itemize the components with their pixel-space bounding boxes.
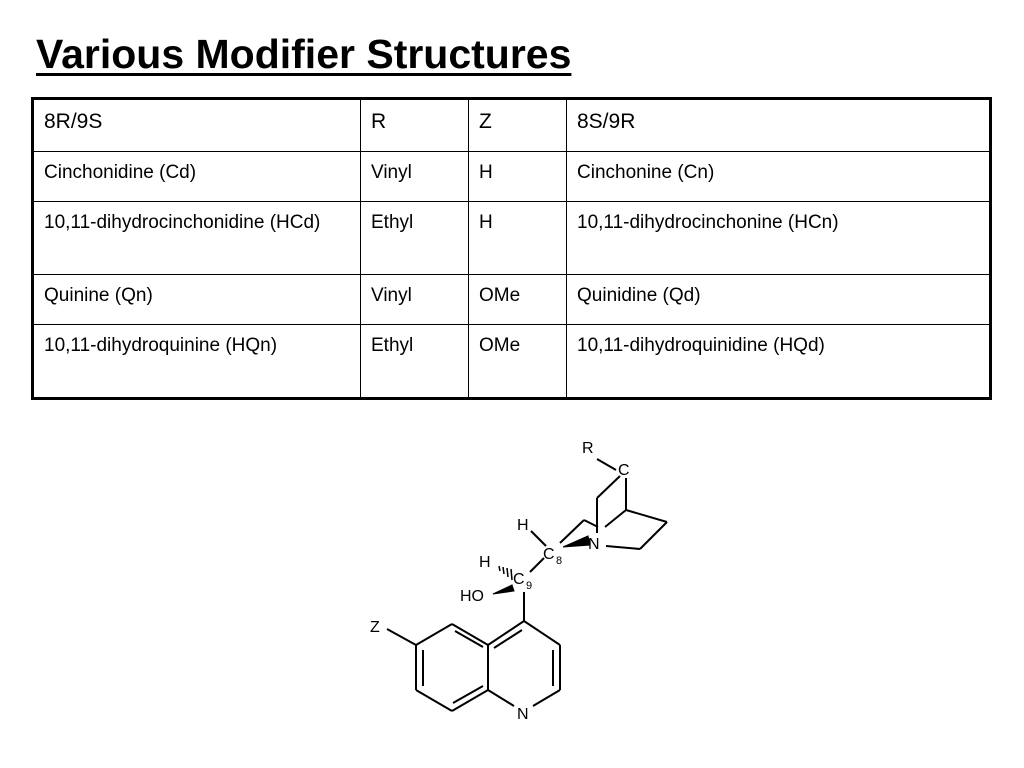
c8-n-wedge-bond [562, 535, 591, 548]
table-cell: 10,11-dihydroquinidine (HQd) [566, 324, 991, 399]
table-cell: 10,11-dihydrocinchonidine (HCd) [32, 201, 361, 275]
header-cell-8s9r: 8S/9R [566, 98, 991, 152]
table-row: 10,11-dihydrocinchonidine (HCd) Ethyl H … [32, 201, 991, 275]
table-cell: Quinine (Qn) [32, 274, 361, 325]
table-cell: Cinchonidine (Cd) [32, 151, 361, 202]
table-cell: 10,11-dihydroquinine (HQn) [32, 324, 361, 399]
table-cell: OMe [468, 324, 567, 399]
c-label: C [618, 462, 630, 479]
ho-label: HO [460, 588, 484, 605]
table-cell: OMe [468, 274, 567, 325]
table-cell: Cinchonine (Cn) [566, 151, 991, 202]
c9-subscript: 9 [526, 580, 532, 592]
modifier-table: 8R/9S R Z 8S/9R Cinchonidine (Cd) Vinyl … [31, 97, 992, 400]
header-cell-z: Z [468, 98, 567, 152]
table-row: Cinchonidine (Cd) Vinyl H Cinchonine (Cn… [32, 151, 991, 202]
slide-title: Various Modifier Structures [36, 31, 572, 77]
quinuclidine-cage [559, 458, 668, 550]
table-cell: Ethyl [360, 201, 469, 275]
r-label: R [582, 440, 594, 457]
n-quinuclidine-label: N [588, 536, 600, 553]
c9-label: C [513, 571, 525, 588]
ho-wedge-bond [492, 584, 515, 595]
table-header-row: 8R/9S R Z 8S/9R [32, 98, 991, 152]
cinchona-structure-diagram: R C H C 8 N H C 9 HO Z N [370, 440, 668, 723]
quinoline-ring [386, 620, 561, 712]
table-cell: Ethyl [360, 324, 469, 399]
table-row: Quinine (Qn) Vinyl OMe Quinidine (Qd) [32, 274, 991, 325]
c8-h-bond [530, 530, 547, 547]
table-cell: Quinidine (Qd) [566, 274, 991, 325]
n-quinoline-label: N [517, 706, 529, 723]
z-label: Z [370, 619, 380, 636]
header-cell-r: R [360, 98, 469, 152]
c8-subscript: 8 [556, 555, 562, 567]
table-cell: Vinyl [360, 274, 469, 325]
c9-c8-bond [529, 557, 545, 573]
h-hashed-bond [498, 565, 513, 581]
header-cell-8r9s: 8R/9S [32, 98, 361, 152]
table-cell: 10,11-dihydrocinchonine (HCn) [566, 201, 991, 275]
table-cell: Vinyl [360, 151, 469, 202]
table-row: 10,11-dihydroquinine (HQn) Ethyl OMe 10,… [32, 324, 991, 399]
h-c9-label: H [479, 554, 491, 571]
table-cell: H [468, 201, 567, 275]
table-cell: H [468, 151, 567, 202]
c8-label: C [543, 546, 555, 563]
h-c8-label: H [517, 517, 529, 534]
